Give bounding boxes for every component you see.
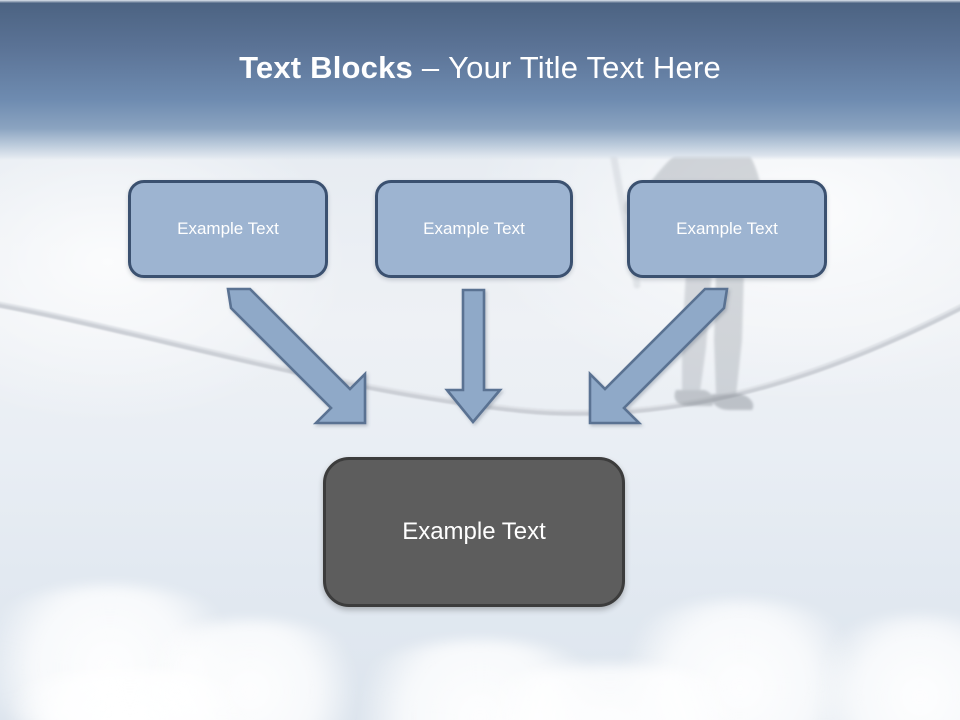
tightrope-cable — [0, 301, 960, 416]
arrow-down — [444, 288, 503, 425]
result-block[interactable]: Example Text — [323, 457, 625, 607]
text-block-2[interactable]: Example Text — [375, 180, 573, 278]
result-block-label: Example Text — [402, 518, 546, 546]
text-block-1-label: Example Text — [177, 219, 279, 239]
arrow-diagonal-down-right — [226, 287, 367, 425]
page-title-separator: – — [421, 50, 440, 85]
arrow-diagonal-down-left — [588, 287, 729, 425]
page-title: Text Blocks – Your Title Text Here — [0, 50, 960, 86]
text-block-1[interactable]: Example Text — [128, 180, 328, 278]
text-block-3[interactable]: Example Text — [627, 180, 827, 278]
page-title-rest: Your Title Text Here — [448, 50, 721, 85]
title-band — [0, 0, 960, 160]
page-title-bold: Text Blocks — [239, 50, 413, 85]
text-block-2-label: Example Text — [423, 219, 525, 239]
text-block-3-label: Example Text — [676, 219, 778, 239]
